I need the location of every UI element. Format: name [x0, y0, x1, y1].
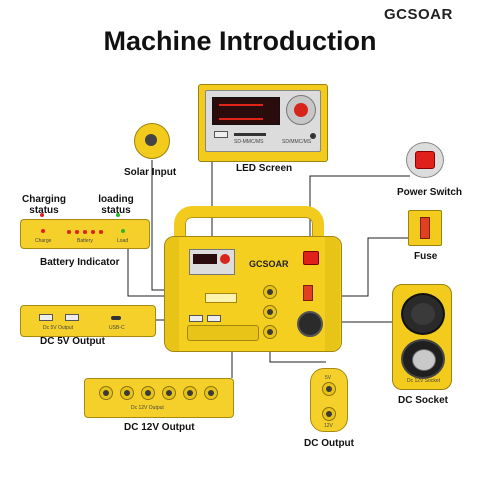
dc5v-panel: Dc 5V Output USB-C — [20, 305, 156, 337]
solar-input-label: Solar Input — [124, 167, 177, 178]
device-led-knob — [220, 254, 230, 264]
battery-indicator-label: Battery Indicator — [40, 257, 120, 268]
dc12v-output-label: DC 12V Output — [124, 422, 195, 433]
device-body: GCSOAR — [164, 236, 342, 352]
battery-led-5 — [99, 230, 103, 234]
dc-socket-panel: Dc 12V Socket — [392, 284, 452, 390]
dc-socket-panel-text: Dc 12V Socket — [407, 378, 441, 384]
dc-output-panel: 5V 12V — [310, 368, 348, 432]
solar-input-hole — [145, 134, 157, 146]
dc12v-panel: Dc 12V Output — [84, 378, 234, 418]
dc-socket-inner — [412, 349, 436, 371]
sd-slot-label: SD-MMC/MS — [234, 139, 264, 145]
dc-socket-body — [401, 339, 445, 379]
fuse-holder — [408, 210, 442, 246]
device-usb-1 — [189, 315, 203, 322]
usb-port-1 — [39, 314, 53, 321]
dc5v-output-label: DC 5V Output — [40, 336, 105, 347]
dc5v-panel-text: Dc 5V Output — [43, 325, 74, 331]
device-solar-jack — [263, 285, 277, 299]
led-screen-inner: SD-MMC/MS SD/MMC/MS — [205, 90, 321, 152]
volume-knob-center — [294, 103, 308, 117]
device-side-left — [165, 237, 179, 351]
dc-socket-cap-inner — [411, 303, 435, 325]
brand-logo: GCSOAR — [384, 6, 453, 23]
power-station-device: GCSOAR — [160, 206, 344, 356]
power-switch-label: Power Switch — [397, 187, 463, 198]
dc12v-panel-text: Dc 12V Output — [131, 405, 164, 411]
dc-socket-cap — [401, 293, 445, 335]
power-switch-rocker — [415, 151, 435, 169]
led-display — [212, 97, 280, 125]
battery-indicator-panel: Charge Battery Load — [20, 219, 150, 249]
power-switch[interactable] — [406, 142, 444, 178]
dc-output-bottom-text: 12V — [324, 423, 333, 429]
solar-input-jack — [134, 123, 170, 159]
dc12v-jack — [141, 386, 155, 400]
device-battery-indicator — [205, 293, 237, 303]
loading-status-pointer — [116, 213, 120, 217]
device-usb-2 — [207, 315, 221, 322]
page-title: Machine Introduction — [103, 26, 377, 56]
device-12v-strip — [187, 325, 259, 341]
led-segments — [219, 104, 263, 120]
led-screen-label: LED Screen — [236, 163, 293, 174]
dc-output-jack-2 — [322, 407, 336, 421]
sd-port-label: SD/MMC/MS — [282, 139, 312, 145]
device-dc-socket — [297, 311, 323, 337]
dc12v-jack — [204, 386, 218, 400]
dc-socket-label: DC Socket — [398, 395, 449, 406]
audio-jack — [310, 133, 316, 139]
battery-led-4 — [91, 230, 95, 234]
dc-output-label: DC Output — [304, 438, 354, 449]
loading-status-label: loading status — [98, 194, 134, 216]
fuse-icon — [420, 217, 430, 239]
dc-output-top-text: 5V — [325, 375, 332, 381]
device-brand-text: GCSOAR — [249, 259, 289, 269]
usb-port-icon — [214, 131, 228, 138]
device-led-display-screen — [193, 254, 217, 264]
usb-port-2 — [65, 314, 79, 321]
battery-led-2 — [75, 230, 79, 234]
device-side-right — [325, 237, 340, 351]
dc12v-jack — [99, 386, 113, 400]
usb-c-port — [111, 316, 121, 320]
charge-led — [41, 229, 45, 233]
dc-output-jack-1 — [322, 382, 336, 396]
battery-led-1 — [67, 230, 71, 234]
device-handle — [174, 206, 324, 252]
dc12v-jack — [120, 386, 134, 400]
device-fuse — [303, 285, 313, 301]
battery-led-3 — [83, 230, 87, 234]
charging-status-pointer — [40, 213, 44, 217]
charge-text: Charge — [35, 238, 52, 244]
usb-c-text: USB-C — [109, 325, 125, 331]
charging-status-label: Charging status — [22, 194, 66, 216]
sd-slot — [234, 133, 266, 136]
fuse-label: Fuse — [414, 251, 438, 262]
dc12v-jack — [183, 386, 197, 400]
dc12v-jack — [162, 386, 176, 400]
volume-knob[interactable] — [286, 95, 316, 125]
device-led-display — [189, 249, 235, 275]
load-text: Load — [117, 238, 129, 244]
load-led — [121, 229, 125, 233]
device-power-switch[interactable] — [303, 251, 319, 265]
battery-text: Battery — [77, 238, 93, 244]
led-screen-panel: SD-MMC/MS SD/MMC/MS — [198, 84, 328, 162]
device-12v-jack — [263, 325, 277, 339]
device-5v-jack — [263, 305, 277, 319]
